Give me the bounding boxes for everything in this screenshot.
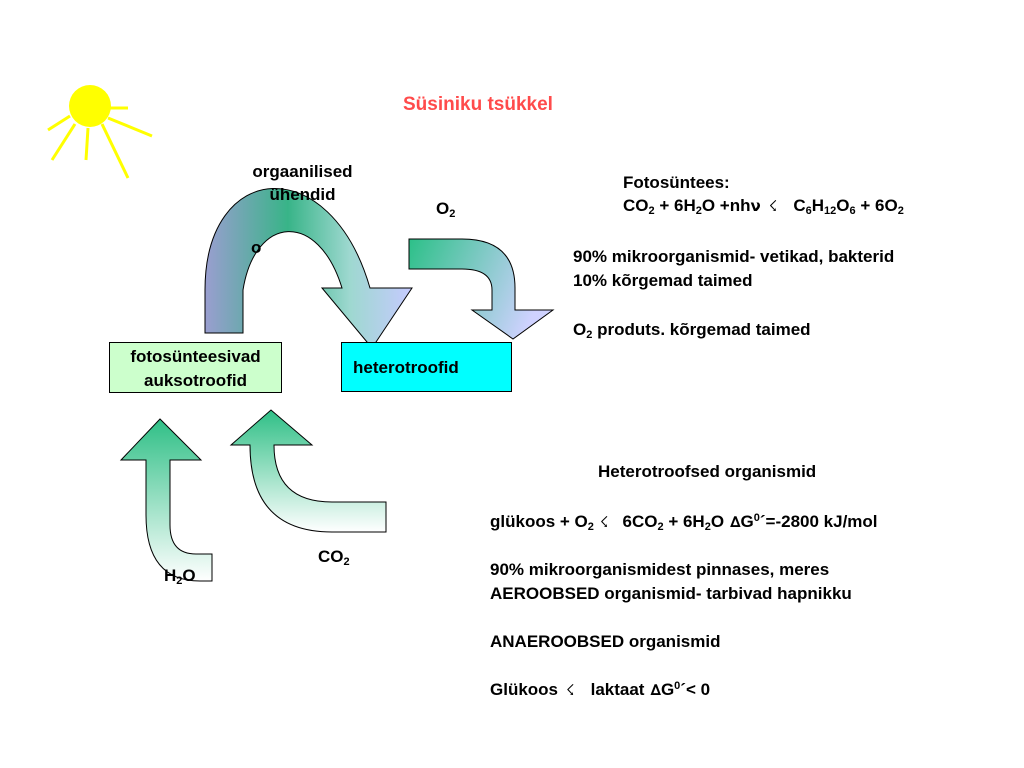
eq-sub: 6 bbox=[805, 205, 812, 217]
eq-part: G bbox=[660, 680, 675, 699]
delta-symbol: ∆ bbox=[650, 681, 661, 699]
delta-symbol: ∆ bbox=[730, 513, 741, 531]
eq-sub: 2 bbox=[897, 205, 904, 217]
oxygen-subscript: 2 bbox=[449, 208, 456, 220]
eq-sub: 2 bbox=[695, 205, 702, 217]
eq-part: H bbox=[811, 196, 825, 215]
fermentation-equation: Glükoos ☇ laktaat ∆G0´< 0 bbox=[490, 678, 710, 702]
water-h: H bbox=[164, 566, 177, 585]
eq-sup: 0 bbox=[674, 680, 681, 692]
sun-icon bbox=[47, 85, 153, 179]
eq-sub: 12 bbox=[824, 205, 837, 217]
photosynthesis-heading: Fotosüntees: bbox=[623, 173, 730, 192]
eq-part: Glükoos bbox=[490, 680, 559, 699]
organic-compounds-line2: ühendid bbox=[269, 185, 336, 204]
water-label: H2O bbox=[164, 564, 196, 588]
eq-part: G bbox=[740, 512, 754, 531]
oxygen-arrow bbox=[408, 238, 555, 340]
eq-part: ´< 0 bbox=[680, 680, 711, 699]
eq-part: + 6H bbox=[654, 196, 696, 215]
reaction-arrow-icon: ☇ bbox=[599, 513, 609, 531]
photosynthesis-equation: CO2 + 6H2O +nhν☇C6H12O6 + 6O2 bbox=[623, 194, 904, 218]
eq-part: O bbox=[836, 196, 850, 215]
oxygen-label: O2 bbox=[436, 197, 455, 221]
water-subscript: 2 bbox=[176, 575, 183, 587]
co2-symbol: CO bbox=[318, 547, 344, 566]
eq-part: O +nh bbox=[701, 196, 751, 215]
eq-part: glükoos + O bbox=[490, 512, 588, 531]
photosynthesis-line2: 10% kõrgemad taimed bbox=[573, 271, 753, 290]
heterotrophic-heading: Heterotroofsed organismid bbox=[598, 462, 817, 481]
heterotrophic-line3: ANAEROOBSED organismid bbox=[490, 632, 721, 651]
heterotroph-label: heterotroofid bbox=[353, 358, 459, 377]
eq-sup: 0 bbox=[753, 512, 760, 524]
respiration-equation: glükoos + O2☇6CO2 + 6H2O∆G0´=-2800 kJ/mo… bbox=[490, 510, 878, 534]
o2-rest: produts. kõrgemad taimed bbox=[592, 320, 811, 339]
reaction-arrow-icon: ☇ bbox=[768, 197, 778, 215]
eq-part: + 6O bbox=[855, 196, 898, 215]
reaction-arrow-icon: ☇ bbox=[566, 681, 575, 699]
organic-compounds-arrow bbox=[204, 188, 413, 349]
autotroph-line1: fotosünteesivad bbox=[130, 347, 261, 366]
heterotroph-box: heterotroofid bbox=[341, 342, 512, 392]
photosynthesis-line1: 90% mikroorganismid- vetikad, bakterid bbox=[573, 247, 895, 266]
arch-mid-label: o bbox=[251, 238, 262, 257]
page-title: Süsiniku tsükkel bbox=[403, 94, 553, 115]
eq-sub: 2 bbox=[587, 521, 594, 533]
oxygen-symbol: O bbox=[436, 199, 450, 218]
water-up-arrow bbox=[119, 418, 213, 582]
eq-sub: 2 bbox=[648, 205, 655, 217]
eq-part: ´=-2800 kJ/mol bbox=[759, 512, 878, 531]
eq-part: laktaat bbox=[590, 680, 645, 699]
water-o: O bbox=[182, 566, 196, 585]
o2-symbol: O bbox=[573, 320, 587, 339]
co2-label: CO2 bbox=[318, 545, 350, 569]
eq-part: C bbox=[793, 196, 806, 215]
co2-subscript: 2 bbox=[343, 556, 350, 568]
organic-compounds-label: orgaanilised ühendid bbox=[241, 160, 364, 207]
eq-part: + 6H bbox=[663, 512, 705, 531]
autotroph-line2: auksotroofid bbox=[144, 371, 247, 390]
eq-sub: 6 bbox=[849, 205, 856, 217]
autotroph-box: fotosünteesivad auksotroofid bbox=[109, 342, 282, 393]
eq-sub: 2 bbox=[657, 521, 664, 533]
eq-part: O bbox=[710, 512, 725, 531]
heterotrophic-line2: AEROOBSED organismid- tarbivad hapnikku bbox=[490, 584, 852, 603]
co2-up-arrow bbox=[229, 409, 387, 533]
organic-compounds-line1: orgaanilised bbox=[252, 162, 353, 181]
eq-sub: 2 bbox=[704, 521, 711, 533]
eq-part: 6CO bbox=[622, 512, 658, 531]
nu-symbol: ν bbox=[750, 197, 761, 215]
o2-subscript: 2 bbox=[586, 329, 593, 341]
oxygen-production-line: O2 produts. kõrgemad taimed bbox=[573, 318, 811, 342]
heterotrophic-line1: 90% mikroorganismidest pinnases, meres bbox=[490, 560, 830, 579]
eq-part: CO bbox=[623, 196, 649, 215]
